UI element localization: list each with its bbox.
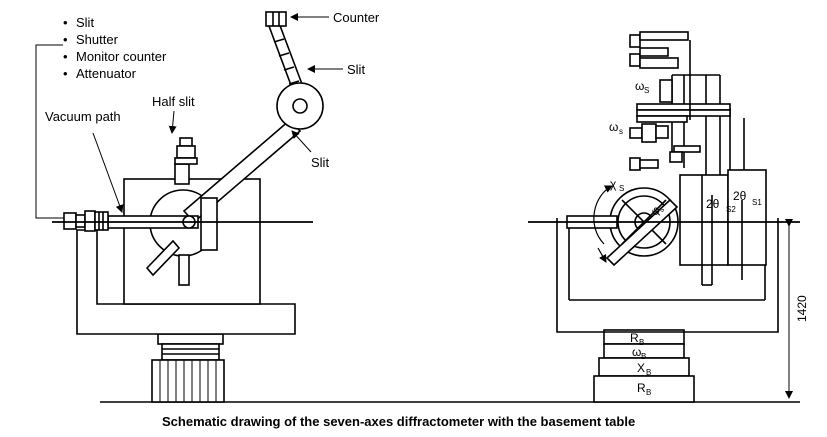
axis-omega-s-lower-base: ω	[609, 120, 618, 134]
height-label: 1420	[795, 295, 809, 322]
label-counter: Counter	[333, 10, 380, 25]
bullet-marker: •	[63, 66, 68, 81]
top-stack	[629, 31, 731, 171]
slit-shutter-assembly	[63, 210, 109, 232]
axis-omega-b: ω B	[632, 345, 646, 361]
tower-2theta-s2	[679, 174, 729, 266]
label-slit-upper: Slit	[347, 62, 365, 77]
axis-rb-top-sub: B	[639, 338, 644, 347]
axis-xb-sub: B	[646, 368, 651, 377]
half-slit-component	[174, 137, 198, 165]
left-base-pedestal	[151, 333, 225, 403]
label-vacuum-path: Vacuum path	[45, 109, 121, 124]
axis-rb-top-base: R	[630, 331, 639, 345]
axis-omega-s-upper-sub: S	[644, 86, 649, 95]
axis-2theta-s1-base: 2θ	[733, 189, 747, 203]
axis-omega-s-lower: ω s	[609, 120, 623, 136]
axis-rb-bottom-base: R	[637, 381, 646, 395]
axis-chi-s-sub: S	[619, 184, 624, 193]
axis-omega-s-lower-sub: s	[619, 127, 623, 136]
lower-stub-arm	[145, 239, 181, 277]
bullet-attenuator: Attenuator	[76, 66, 137, 81]
axis-omega-s-upper: ω S	[635, 79, 649, 95]
axis-chi-s: χ S	[610, 177, 624, 193]
bullet-slit: Slit	[76, 15, 94, 30]
bullet-shutter: Shutter	[76, 32, 119, 47]
axis-2theta-s1-sub: S1	[752, 198, 762, 207]
bullet-marker: •	[63, 32, 68, 47]
axis-omega-b-base: ω	[632, 345, 641, 359]
axis-omega-s-upper-base: ω	[635, 79, 644, 93]
bullet-marker: •	[63, 49, 68, 64]
phi-arm	[605, 198, 679, 267]
left-view	[35, 11, 343, 403]
axis-chi-s-base: χ	[610, 177, 617, 191]
bullet-marker: •	[63, 15, 68, 30]
axis-rb-bottom: R B	[637, 381, 651, 397]
counter-box	[265, 11, 287, 27]
label-slit-lower: Slit	[311, 155, 329, 170]
chi-rotation-arrow	[593, 185, 613, 245]
diagram-caption: Schematic drawing of the seven-axes diff…	[162, 414, 635, 429]
axis-2theta-s1: 2θ S1	[733, 189, 762, 207]
axis-2theta-s2-base: 2θ	[706, 197, 720, 211]
axis-2theta-s2: 2θ S2	[706, 197, 736, 214]
axis-rb-top: R B	[630, 331, 644, 347]
basement-rb-bottom	[593, 375, 695, 403]
axis-xb: X B	[637, 361, 651, 377]
axis-omega-b-sub: B	[641, 352, 646, 361]
label-half-slit: Half slit	[152, 94, 195, 109]
right-u-table	[556, 218, 779, 333]
axis-xb-base: X	[637, 361, 645, 375]
bullet-monitor-counter: Monitor counter	[76, 49, 167, 64]
axis-rb-bottom-sub: B	[646, 388, 651, 397]
right-view	[528, 31, 800, 403]
bullet-list: • Slit • Shutter • Monitor counter • Att…	[63, 15, 167, 81]
tower-2theta-s1	[727, 169, 767, 266]
axis-phi-s-sub: s	[657, 205, 666, 214]
axis-2theta-s2-sub: S2	[726, 205, 736, 214]
